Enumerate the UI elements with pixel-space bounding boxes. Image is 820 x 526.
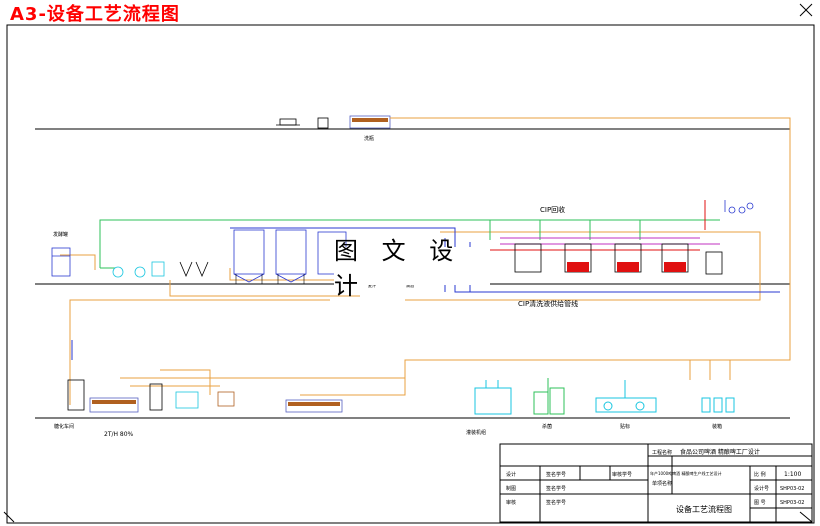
tb-drawing-title: 设备工艺流程图 [676,504,732,514]
tb-scale-value: 1:100 [784,471,801,478]
bright-tank-fill [567,262,686,272]
cip-valves [724,200,754,214]
tb-row-2-sign: 签名学号 [546,499,566,506]
cip-top-label: CIP回收 [540,205,565,214]
tb-sheet-value: SHP03-02 [780,500,804,506]
pump-group [112,261,165,278]
orange-pipelines [60,117,791,405]
bottom-left-label: 糖化车间 [54,423,74,430]
corner-marks [3,3,813,523]
tb-drawing-no-value: SHP03-02 [780,486,804,492]
left-tank-label: 发酵罐 [53,231,68,238]
red-pipelines [490,200,706,251]
tb-row-1-role: 制图 [506,485,516,492]
tb-row-2-role: 审核 [506,499,516,506]
top-equipment [276,115,391,129]
tb-project-label: 工程名称 [652,449,672,456]
tb-row-1-sign: 签名学号 [546,485,566,492]
pkg-label-3: 贴标 [620,423,630,430]
tb-sub-label: 单项名称 [652,480,672,487]
fermenter-legs [235,274,305,284]
raw-left-label: 麦汁 [368,282,376,288]
case-packer [701,397,735,413]
pkg-label-2: 杀菌 [542,423,552,430]
raw-right-label: 清酒 [406,282,414,288]
title-block [499,443,813,523]
filling-machine [474,380,512,415]
tb-sub-value: 年产1000吨啤酒 精酿啤生产线工艺设计 [650,470,721,476]
tb-row-0-role: 设计 [506,471,516,478]
watermark-overlay: 图 文 设 计 [334,237,490,300]
cip-bottom-label: CIP清洗液供给管线 [518,299,578,308]
left-storage-tank [51,247,71,277]
green-pipelines [99,219,720,269]
page-title: A3-设备工艺流程图 [10,4,180,25]
pkg-label-1: 灌装机组 [466,429,486,436]
brewhouse-equipment [67,379,343,413]
magenta-pipelines [500,237,720,245]
tb-drawing-no-label: 设计号 [754,485,769,492]
drawing-border [6,24,815,524]
pasteurizer [533,378,565,415]
filter-group [179,261,209,278]
tb-row-0-sign: 签名学号 [546,471,566,478]
bottom-capacity-label: 2T/H 80% [104,431,134,438]
fermenter-group-a [233,229,347,283]
tb-company: 食品公司啤酒 精酿啤工厂设计 [680,448,760,456]
tb-sheet-label: 图 号 [754,500,766,506]
pkg-label-4: 装箱 [712,423,722,430]
tb-row-0-date: 审核学号 [612,471,632,478]
labeler [595,380,657,413]
tb-scale-label: 比 例 [754,471,766,478]
top-unit-label: 洗瓶 [364,135,374,142]
